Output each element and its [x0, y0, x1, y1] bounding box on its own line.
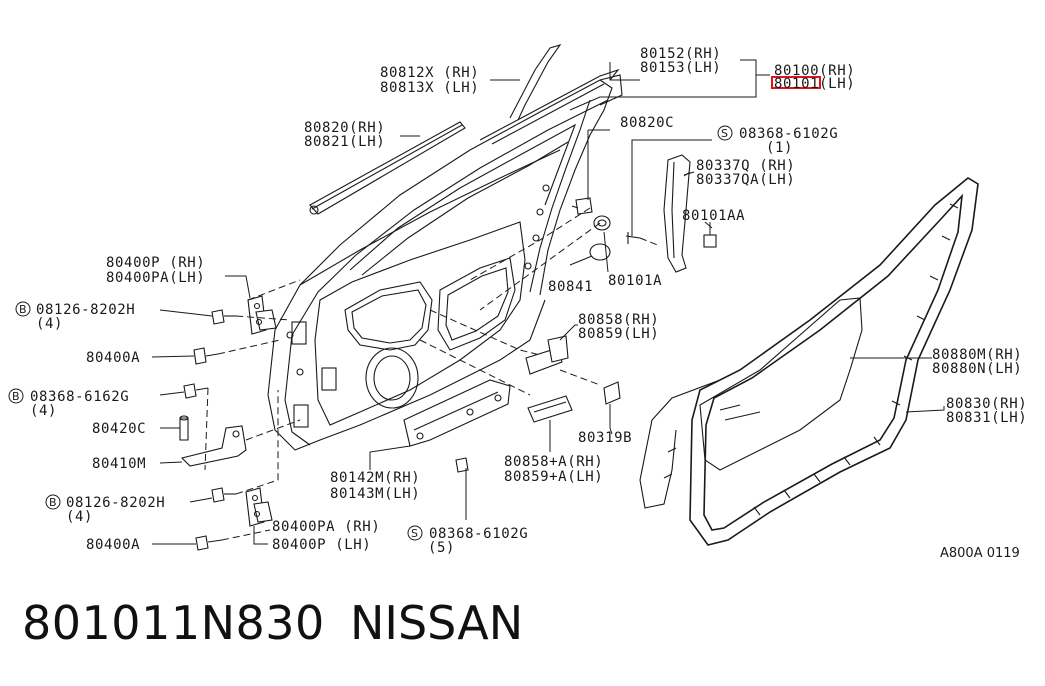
- bolt-symbol-1-text: B: [19, 303, 27, 316]
- leader-lines: [151, 59, 945, 545]
- inside-handle-80858a: [527, 395, 573, 452]
- label-08368-c-qty: (5): [428, 540, 455, 556]
- label-80400pa-top: 80400PA(LH): [106, 270, 205, 286]
- bolt-symbol-2-text: B: [12, 390, 20, 403]
- label-80831: 80831(LH): [946, 410, 1027, 426]
- label-80880n: 80880N(LH): [932, 361, 1022, 377]
- label-80859a: 80859+A(LH): [504, 469, 603, 485]
- lower-hinge: [245, 487, 273, 545]
- label-08126-b: 08126-8202H: [66, 495, 165, 511]
- label-80153: 80153(LH): [640, 60, 721, 76]
- brand-name: NISSAN: [350, 596, 524, 650]
- label-80152: 80152(RH): [640, 46, 721, 62]
- labels: 80812X (RH) 80813X (LH) 80152(RH) 80153(…: [8, 46, 1027, 561]
- label-80400p-top: 80400P (RH): [106, 255, 205, 271]
- label-80410m: 80410M: [92, 456, 146, 472]
- reference-code: A800A 0119: [940, 546, 1020, 561]
- label-80101: 80101(LH): [774, 76, 855, 92]
- screw-symbol-1: [717, 125, 733, 141]
- bolt-symbol-1: [15, 301, 31, 317]
- label-08368-a: 08368-6102G: [739, 126, 838, 142]
- bolt-symbol-2: [8, 388, 24, 404]
- label-80400p-bot: 80400P (LH): [272, 537, 371, 553]
- door-trim-80830-panel: [699, 297, 863, 471]
- label-80420c: 80420C: [92, 421, 146, 437]
- label-08126-a: 08126-8202H: [36, 302, 135, 318]
- label-80821: 80821(LH): [304, 134, 385, 150]
- label-80812x: 80812X (RH): [380, 65, 479, 81]
- label-80858a: 80858+A(RH): [504, 454, 603, 470]
- label-80859: 80859(LH): [578, 326, 659, 342]
- pad-80101aa: [703, 222, 717, 248]
- label-80143m: 80143M(LH): [330, 486, 420, 502]
- label-08126-a-qty: (4): [36, 316, 63, 332]
- screw-symbol-2: [407, 525, 423, 541]
- label-80100: 80100(RH): [774, 63, 855, 79]
- clip-80820c: [571, 129, 610, 215]
- label-80880m: 80880M(RH): [932, 347, 1022, 363]
- sash-moulding: [479, 44, 620, 145]
- label-08368-b-qty: (4): [30, 403, 57, 419]
- label-08368-c: 08368-6102G: [429, 526, 528, 542]
- label-80319b: 80319B: [578, 430, 632, 446]
- bolt-symbol-3-text: B: [49, 496, 57, 509]
- label-80142m: 80142M(RH): [330, 470, 420, 486]
- bolt-symbol-3: [45, 494, 61, 510]
- door-shell: [267, 74, 623, 451]
- label-80337qa: 80337QA(LH): [696, 172, 795, 188]
- guide-dashes: [204, 207, 661, 541]
- label-08126-b-qty: (4): [66, 509, 93, 525]
- label-80841: 80841: [548, 279, 593, 295]
- upper-hinge: [225, 275, 277, 335]
- label-80337q: 80337Q (RH): [696, 158, 795, 174]
- label-80858: 80858(RH): [578, 312, 659, 328]
- check-link-80410m: [179, 415, 247, 467]
- screw-symbol-2-text: S: [411, 527, 418, 540]
- highlight-box: [771, 76, 821, 89]
- label-08368-b: 08368-6162G: [30, 389, 129, 405]
- label-80400a-top: 80400A: [86, 350, 140, 366]
- label-80101a: 80101A: [608, 273, 662, 289]
- label-80101aa: 80101AA: [682, 208, 745, 224]
- regulator-screw: [455, 457, 469, 520]
- label-80813x: 80813X (LH): [380, 80, 479, 96]
- plug-80841: [569, 243, 611, 266]
- regulator-80142m: [369, 379, 511, 470]
- screw-top: [625, 139, 712, 244]
- label-08368-a-qty: (1): [766, 140, 793, 156]
- grommet-80101a: [593, 215, 611, 231]
- weatherstrip-80820: [309, 121, 466, 215]
- label-80820c: 80820C: [620, 115, 674, 131]
- bolts: [183, 309, 236, 551]
- rod-80319b: [603, 381, 621, 428]
- outside-handle-80858: [525, 324, 578, 375]
- door-seal: [639, 177, 979, 546]
- screw-symbol-1-text: S: [721, 127, 728, 140]
- label-80830: 80830(RH): [946, 396, 1027, 412]
- part-number: 801011N830: [22, 596, 325, 650]
- label-80400pa-bot: 80400PA (RH): [272, 519, 380, 535]
- label-80400a-bot: 80400A: [86, 537, 140, 553]
- label-80820: 80820(RH): [304, 120, 385, 136]
